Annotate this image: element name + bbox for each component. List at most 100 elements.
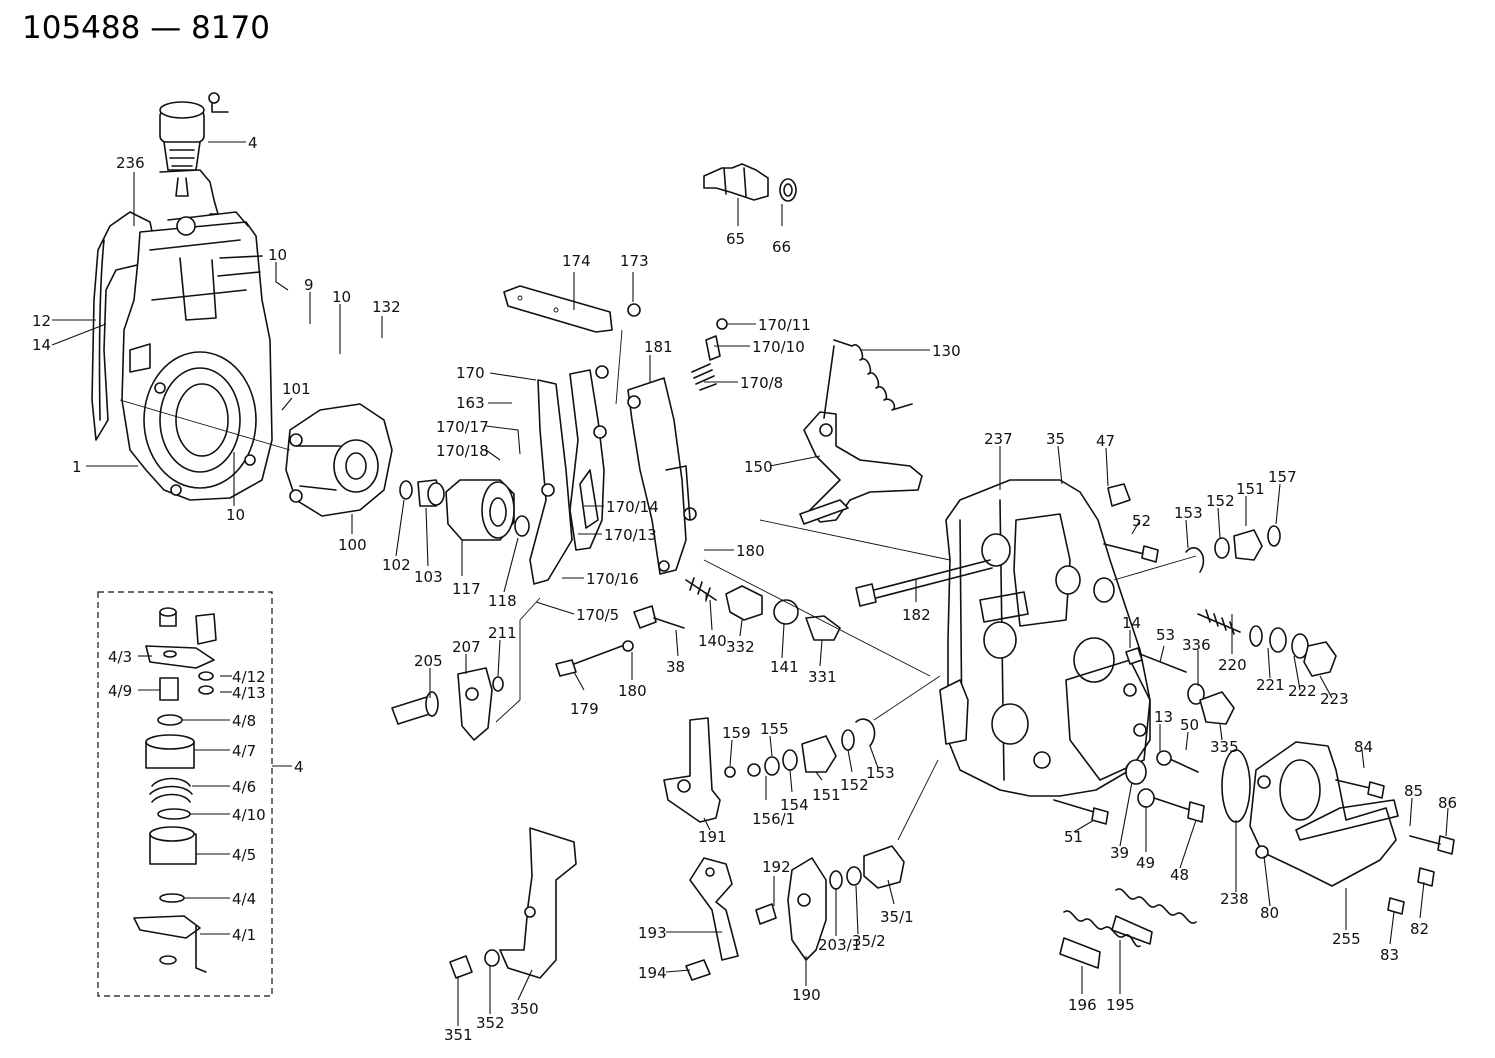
callout-181: 181 <box>644 338 673 356</box>
callout-238: 238 <box>1220 890 1249 908</box>
callout-49: 49 <box>1136 854 1155 872</box>
callout-193: 193 <box>638 924 667 942</box>
callout-labels: 4 236 10 9 10 132 12 14 101 1 10 100 102… <box>32 134 1457 1044</box>
callout-141: 141 <box>770 658 799 676</box>
callout-100: 100 <box>338 536 367 554</box>
linkage-179 <box>555 605 685 677</box>
bracket-193 <box>685 845 905 981</box>
callout-156-1: 156/1 <box>752 810 795 828</box>
callout-102: 102 <box>382 556 411 574</box>
callout-152: 152 <box>840 776 869 794</box>
governor-sleeve <box>445 479 530 541</box>
long-bolt-182 <box>855 559 993 607</box>
small-bearing-parts <box>399 479 445 507</box>
callout-53: 53 <box>1156 626 1175 644</box>
callout-4-12: 4/12 <box>232 668 266 686</box>
callout-4-6: 4/6 <box>232 778 256 796</box>
callout-13: 13 <box>1154 708 1173 726</box>
callout-66: 66 <box>772 238 791 256</box>
callout-223: 223 <box>1320 690 1349 708</box>
callout-151: 151 <box>812 786 841 804</box>
callout-170-5: 170/5 <box>576 606 619 624</box>
assembly-line-5 <box>897 759 939 841</box>
callout-4-5: 4/5 <box>232 846 256 864</box>
assembly-line-2 <box>759 519 951 561</box>
callout-170-13: 170/13 <box>604 526 657 544</box>
callout-153: 153 <box>866 764 895 782</box>
callout-4-13: 4/13 <box>232 684 266 702</box>
callout-35-1: 35/1 <box>880 908 914 926</box>
callout-203-1: 203/1 <box>818 936 861 954</box>
callout-47: 47 <box>1096 432 1115 450</box>
actuator-top <box>159 92 229 215</box>
callout-82: 82 <box>1410 920 1429 938</box>
callout-152: 152 <box>1206 492 1235 510</box>
callout-196: 196 <box>1068 996 1097 1014</box>
callout-335: 335 <box>1210 738 1239 756</box>
callout-118: 118 <box>488 592 517 610</box>
callout-170-8: 170/8 <box>740 374 783 392</box>
callout-4-10: 4/10 <box>232 806 266 824</box>
callout-103: 103 <box>414 568 443 586</box>
callout-4-1: 4/1 <box>232 926 256 944</box>
adjusting-stack-220 <box>1197 609 1337 677</box>
callout-236: 236 <box>116 154 145 172</box>
shaft-and-lever-205 <box>391 667 504 741</box>
callout-195: 195 <box>1106 996 1135 1014</box>
callout-10: 10 <box>332 288 351 306</box>
callout-190: 190 <box>792 986 821 1004</box>
assembly-line-7 <box>495 597 541 723</box>
diagram-title: 105488 — 8170 <box>22 10 270 46</box>
callout-179: 179 <box>570 700 599 718</box>
callout-180: 180 <box>618 682 647 700</box>
callout-170-11: 170/11 <box>758 316 811 334</box>
callout-157: 157 <box>1268 468 1297 486</box>
callout-170: 170 <box>456 364 485 382</box>
callout-4-7: 4/7 <box>232 742 256 760</box>
callout-153: 153 <box>1174 504 1203 522</box>
lower-fasteners <box>1053 759 1205 825</box>
callout-117: 117 <box>452 580 481 598</box>
callout-83: 83 <box>1380 946 1399 964</box>
callout-35-2: 35/2 <box>852 932 886 950</box>
subassembly-4-parts <box>133 607 217 973</box>
callout-350: 350 <box>510 1000 539 1018</box>
callout-86: 86 <box>1438 794 1457 812</box>
callout-205: 205 <box>414 652 443 670</box>
callout-192: 192 <box>762 858 791 876</box>
callout-4: 4 <box>248 134 258 152</box>
callout-221: 221 <box>1256 676 1285 694</box>
callout-170-17: 170/17 <box>436 418 489 436</box>
assembly-line-6 <box>119 399 291 451</box>
leader-lines <box>51 141 1449 1026</box>
governor-levers <box>529 365 697 585</box>
callout-194: 194 <box>638 964 667 982</box>
main-housing <box>91 211 273 501</box>
callout-10: 10 <box>226 506 245 524</box>
callout-170-10: 170/10 <box>752 338 805 356</box>
callout-14: 14 <box>32 336 51 354</box>
bracket-174 <box>503 285 641 333</box>
adjusting-screw-set <box>691 318 728 391</box>
callout-173: 173 <box>620 252 649 270</box>
governor-spring-130 <box>833 339 913 411</box>
callout-154: 154 <box>780 796 809 814</box>
callout-48: 48 <box>1170 866 1189 884</box>
callout-35: 35 <box>1046 430 1065 448</box>
callout-352: 352 <box>476 1014 505 1032</box>
callout-163: 163 <box>456 394 485 412</box>
callout-14: 14 <box>1122 614 1141 632</box>
assembly-line-4 <box>873 675 941 721</box>
assembly-line-9 <box>615 329 623 405</box>
right-cover <box>1221 741 1455 915</box>
callout-191: 191 <box>698 828 727 846</box>
callout-332: 332 <box>726 638 755 656</box>
callout-80: 80 <box>1260 904 1279 922</box>
assembly-line-3 <box>1113 555 1197 581</box>
flyweight-carrier <box>285 403 393 517</box>
callout-4-4: 4/4 <box>232 890 256 908</box>
callout-150: 150 <box>744 458 773 476</box>
control-lever-150 <box>799 345 923 525</box>
